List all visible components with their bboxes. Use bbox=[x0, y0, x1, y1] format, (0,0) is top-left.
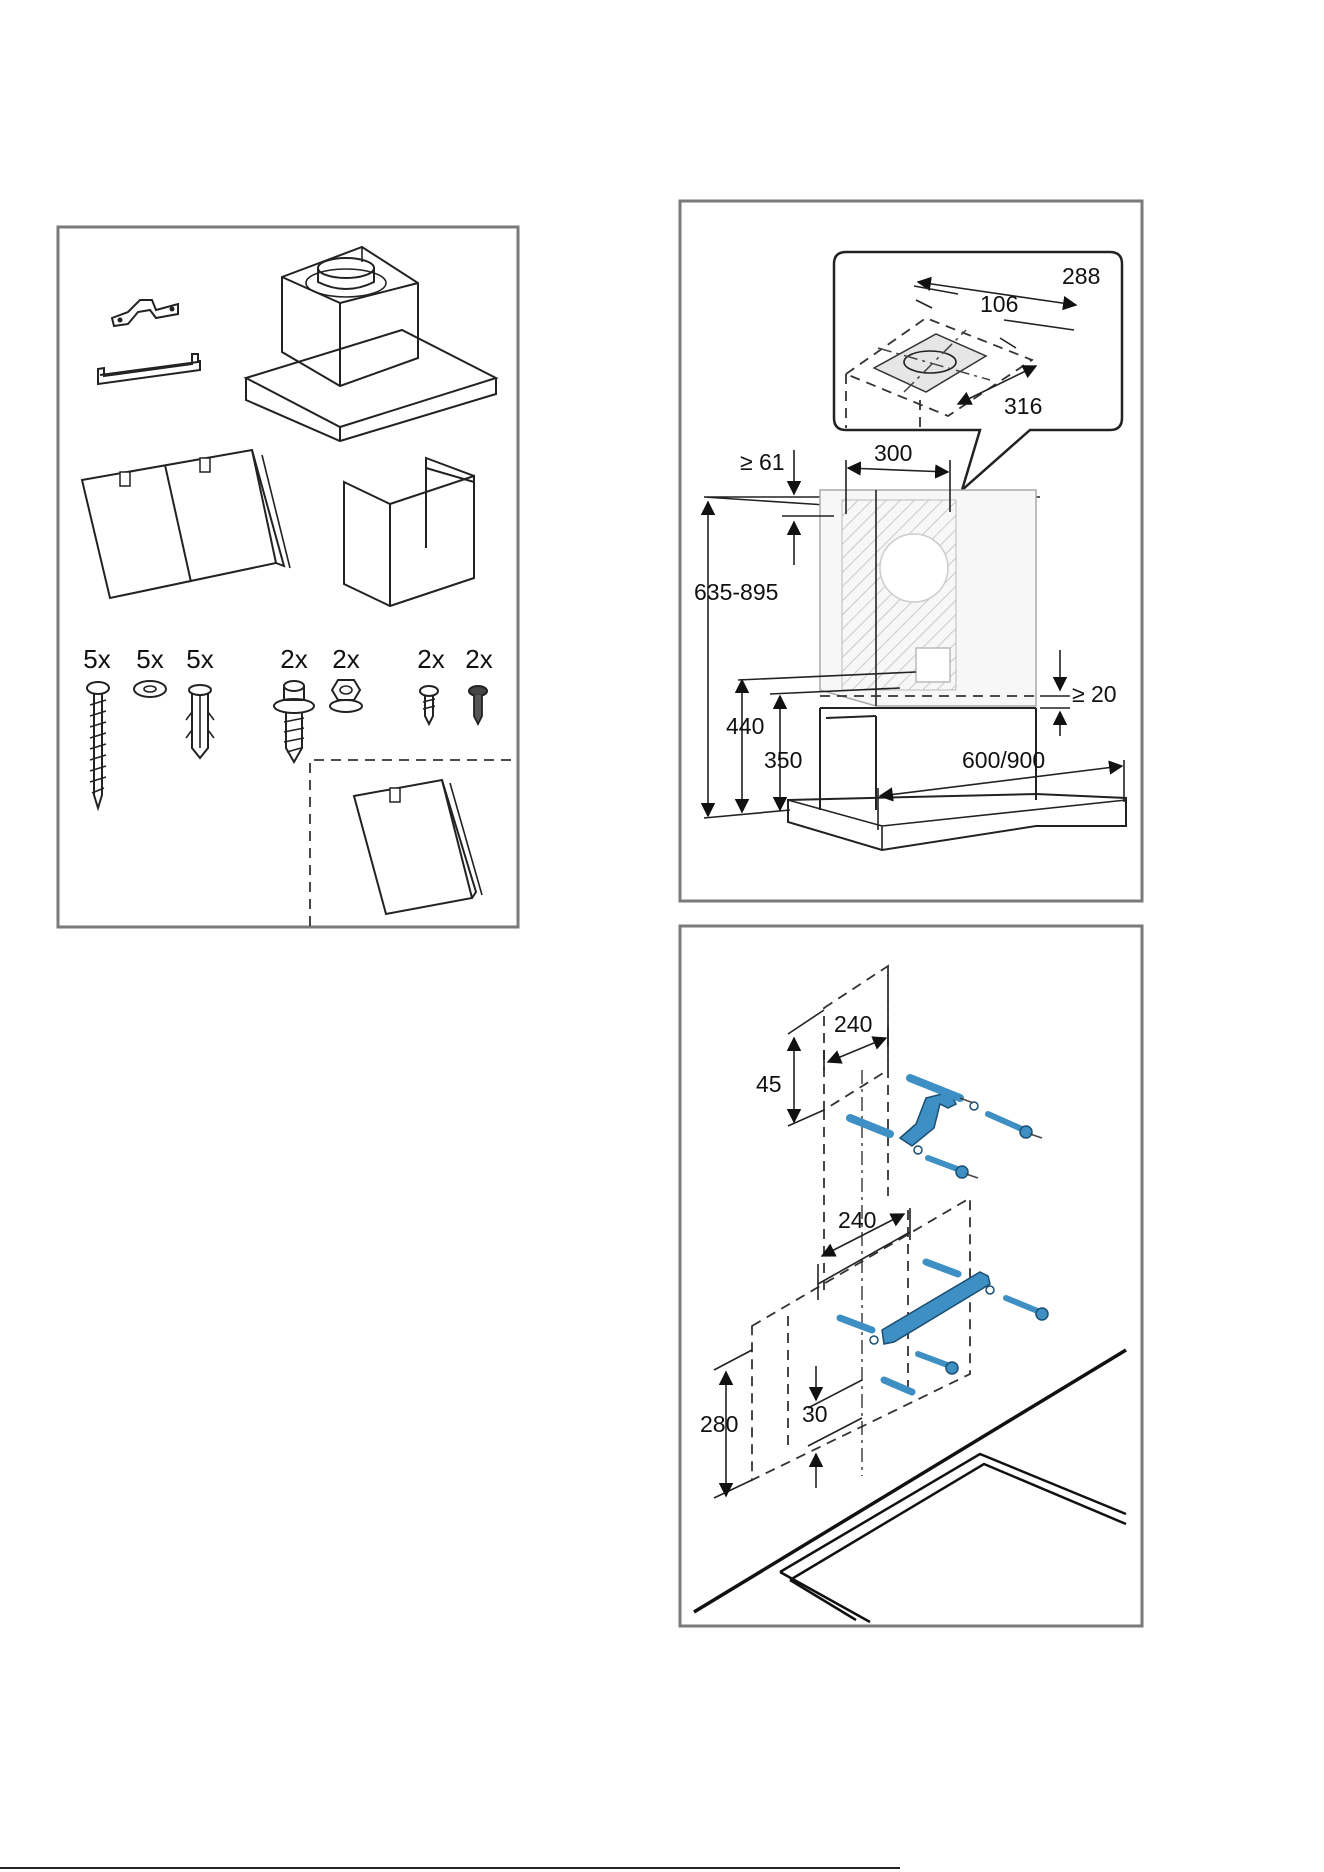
dimension-label-350: 350 bbox=[764, 747, 802, 773]
panel-frame bbox=[680, 926, 1142, 1626]
chimney-drawing bbox=[788, 490, 1126, 850]
chimney-cover-part bbox=[344, 458, 474, 606]
bolt-part bbox=[274, 681, 314, 762]
quantity-label: 5x bbox=[136, 644, 163, 674]
panel-scope-of-delivery: 5x 5x 5x 2x 2x 2x 2x bbox=[58, 227, 518, 927]
dimension-label-min-20: ≥ 20 bbox=[1072, 681, 1117, 707]
quantity-label: 5x bbox=[186, 644, 213, 674]
lower-screws bbox=[840, 1262, 1048, 1392]
dimension-label-width-options: 600/900 bbox=[962, 747, 1045, 773]
small-screw-part bbox=[420, 686, 438, 724]
dimension-label-min-61: ≥ 61 bbox=[740, 449, 785, 475]
upper-bracket-part bbox=[112, 300, 178, 326]
panel-frame bbox=[58, 227, 518, 927]
quantity-label: 2x bbox=[465, 644, 492, 674]
quantity-label: 2x bbox=[280, 644, 307, 674]
dimension-label-280: 280 bbox=[700, 1411, 738, 1437]
dimension-label-288: 288 bbox=[1062, 263, 1100, 289]
dark-screw-part bbox=[469, 686, 487, 724]
dimension-label-300: 300 bbox=[874, 440, 912, 466]
dimension-label-height-range: 635-895 bbox=[694, 579, 778, 605]
upper-bracket-blue bbox=[900, 1092, 956, 1146]
long-screw-part bbox=[87, 682, 109, 808]
grease-filters-part bbox=[82, 450, 290, 598]
quantity-label: 5x bbox=[83, 644, 110, 674]
panel-mounting-brackets: 240 45 240 bbox=[680, 926, 1142, 1626]
dimension-label-lower-240: 240 bbox=[838, 1207, 876, 1233]
dimension-label-45: 45 bbox=[756, 1071, 782, 1097]
dimension-label-440: 440 bbox=[726, 713, 764, 739]
lower-bracket-blue bbox=[882, 1272, 990, 1344]
optional-accessory-area bbox=[310, 760, 518, 926]
cooker-hood-part bbox=[246, 247, 496, 441]
dimension-label-30: 30 bbox=[802, 1401, 828, 1427]
washer-part bbox=[134, 681, 166, 697]
nut-part bbox=[330, 680, 362, 712]
upper-screws bbox=[850, 1078, 1042, 1178]
panel-installation-dimensions: 288 106 316 bbox=[680, 201, 1142, 901]
quantity-label: 2x bbox=[417, 644, 444, 674]
lower-bracket-part bbox=[98, 354, 200, 384]
quantity-label: 2x bbox=[332, 644, 359, 674]
dimension-label-316: 316 bbox=[1004, 393, 1042, 419]
wall-plug-part bbox=[186, 685, 214, 758]
dimension-label-106: 106 bbox=[980, 291, 1018, 317]
dimension-label-upper-240: 240 bbox=[834, 1011, 872, 1037]
